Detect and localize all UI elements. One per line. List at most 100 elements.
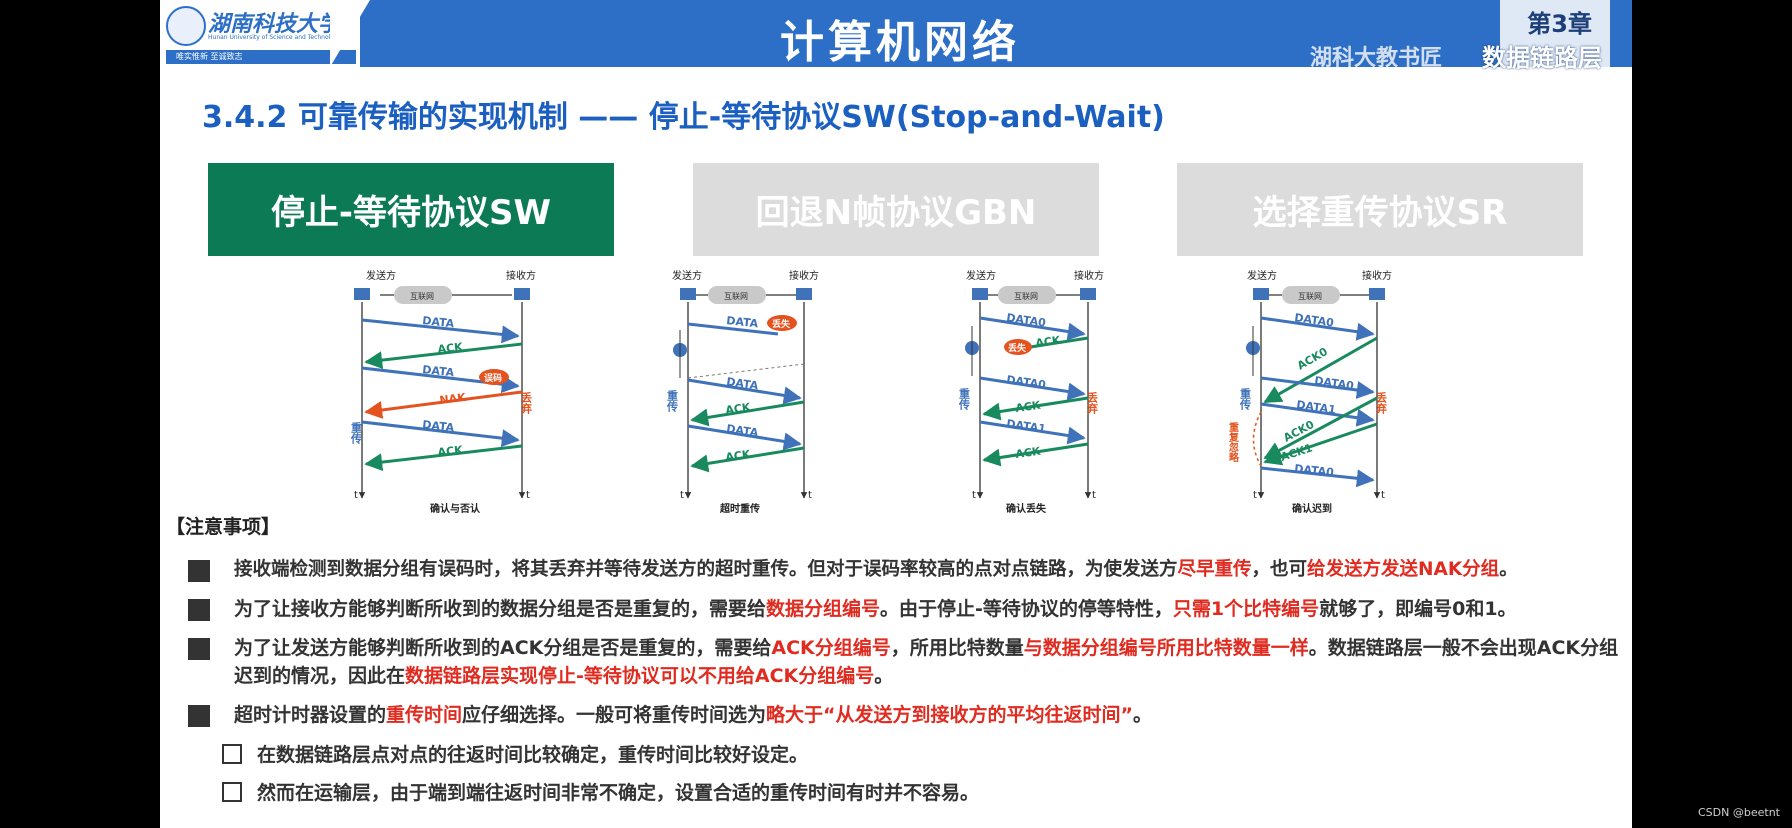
- data-arrow: [1260, 466, 1375, 488]
- data-arrow: [979, 376, 1086, 401]
- note-text: 超时计时器设置的: [234, 704, 387, 726]
- receiver-label: 接收方: [1362, 269, 1392, 282]
- data-label: DATA0: [1294, 311, 1335, 329]
- data-arrow: [687, 378, 802, 405]
- data-label: DATA: [726, 375, 760, 392]
- diagram-ack-late: 发送方 接收方 互联网 t t DATA0 ACK0 重传 DATA0 丢弃 D…: [1227, 269, 1393, 515]
- tab-selective-repeat[interactable]: 选择重传协议SR: [1177, 163, 1583, 256]
- ack-label: ACK: [1035, 334, 1062, 350]
- ack-label: ACK: [1015, 445, 1042, 461]
- note-2: 为了让接收方能够判断所收到的数据分组是否是重复的，需要给数据分组编号。由于停止-…: [188, 595, 1618, 623]
- logo-motto: 唯实惟新 至诚致志: [166, 50, 356, 64]
- note-text: 为了让接收方能够判断所收到的数据分组是否是重复的，需要给: [234, 598, 767, 620]
- receiver-computer-icon: [1080, 288, 1096, 300]
- data-label: DATA1: [1006, 417, 1047, 435]
- tab-stop-and-wait[interactable]: 停止-等待协议SW: [208, 163, 614, 256]
- university-logo: 湖南科技大学 Hunan University of Science and T…: [160, 0, 360, 67]
- ack-arrow: [690, 400, 805, 427]
- sender-computer-icon: [1253, 288, 1269, 300]
- notes-header: 【注意事项】: [166, 516, 281, 538]
- receiver-computer-icon: [514, 288, 530, 300]
- retransmit-label: 重传: [1239, 387, 1253, 411]
- discard-label: 丢弃: [1375, 391, 1389, 415]
- note-text: 。: [1499, 559, 1518, 580]
- receiver-label: 接收方: [789, 269, 819, 282]
- data-arrow-lost: [687, 322, 779, 336]
- data-label: DATA: [422, 314, 456, 330]
- ack-label: ACK: [725, 448, 752, 464]
- sub-note-2: 然而在运输层，由于端到端往返时间非常不确定，设置合适的重传时间有时并不容易。: [222, 779, 1522, 807]
- sender-label: 发送方: [1247, 269, 1277, 282]
- ack-label: ACK: [437, 340, 464, 356]
- sender-label: 发送方: [966, 269, 996, 282]
- watermark: 湖科大教书匠: [1310, 46, 1443, 71]
- data-arrow: [361, 318, 520, 344]
- note-highlight: 尽早重传: [1177, 559, 1252, 580]
- note-text: 应仔细选择。一般可将重传时间选为: [462, 704, 767, 726]
- lost-burst-icon: [767, 315, 797, 331]
- note-highlight: 数据分组编号: [766, 598, 881, 620]
- data-label: DATA0: [1314, 374, 1355, 392]
- internet-label: 互联网: [724, 292, 748, 301]
- diagram-ack-nak: 发送方 接收方 互联网 t t DATA ACK DATA 误码 丢弃 NAK …: [350, 269, 537, 515]
- discard-label: 丢弃: [520, 391, 534, 415]
- note-4: 超时计时器设置的重传时间应仔细选择。一般可将重传时间选为略大于“从发送方到接收方…: [188, 701, 1618, 729]
- sub-note-1: 在数据链路层点对点的往返时间比较确定，重传时间比较好设定。: [222, 741, 1522, 769]
- ack-label: ACK: [1015, 399, 1042, 415]
- header-bar: 湖南科技大学 Hunan University of Science and T…: [160, 0, 1632, 72]
- time-label: t: [1253, 490, 1257, 501]
- note-text: 为了让发送方能够判断所收到的ACK分组是否是重复的，需要给: [234, 637, 772, 659]
- logo-text: 湖南科技大学: [208, 11, 341, 37]
- note-3: 为了让发送方能够判断所收到的ACK分组是否是重复的，需要给ACK分组编号，所用比…: [188, 634, 1618, 692]
- retransmit-label: 重传: [958, 387, 972, 411]
- error-label: 误码: [484, 372, 502, 384]
- diagram-caption: 确认迟到: [1292, 502, 1332, 515]
- diagram-caption: 超时重传: [719, 502, 760, 515]
- sender-computer-icon: [354, 288, 370, 300]
- note-text: 。: [874, 665, 894, 687]
- checkbox-square-icon: [222, 782, 242, 802]
- discard-label: 丢弃: [1086, 391, 1100, 415]
- note-highlight: 与数据分组编号所用比特数量一样: [1023, 637, 1309, 659]
- ack-label: ACK: [725, 401, 752, 417]
- ack-arrow: [690, 446, 805, 473]
- diagram-caption: 确认与否认: [430, 502, 481, 515]
- data-arrow: [361, 420, 520, 448]
- ack-arrow: [982, 396, 1089, 421]
- receiver-computer-icon: [1369, 288, 1385, 300]
- protocol-diagrams: 发送方 接收方 互联网 t t DATA ACK DATA 误码 丢弃 NAK …: [350, 269, 1393, 515]
- note-highlight: 只需1个比特编号: [1172, 598, 1320, 620]
- note-highlight: ACK分组编号: [771, 637, 891, 659]
- error-burst-icon: [479, 369, 509, 385]
- bullet-square-icon: [188, 599, 210, 621]
- time-label: t: [526, 490, 530, 501]
- chapter-number: 第3章: [1527, 10, 1592, 38]
- retransmit-label: 重传: [350, 421, 364, 445]
- nak-label: NAK: [439, 391, 467, 407]
- ack-arrow: [364, 444, 523, 472]
- note-highlight: 数据链路层实现停止-等待协议可以不用给ACK分组编号: [405, 665, 875, 687]
- data-arrow: [979, 316, 1086, 341]
- sender-label: 发送方: [366, 269, 396, 282]
- data-label: DATA: [726, 422, 760, 439]
- internet-cloud-icon: [998, 286, 1056, 304]
- note-text: 。数据链路层一般不会出现ACK分组迟到的情况，因此在: [234, 637, 1619, 687]
- data-label: DATA: [422, 363, 456, 379]
- time-label: t: [354, 490, 358, 501]
- slide: 湖南科技大学 Hunan University of Science and T…: [160, 0, 1632, 828]
- bullet-square-icon: [188, 560, 210, 582]
- logo-wedge: [330, 0, 370, 67]
- sub-note-text: 在数据链路层点对点的往返时间比较确定，重传时间比较好设定。: [257, 744, 809, 766]
- dup-ignore-label: 重复忽略: [1227, 421, 1240, 463]
- ack-label: ACK: [437, 443, 464, 459]
- sender-computer-icon: [680, 288, 696, 300]
- receiver-label: 接收方: [506, 269, 536, 282]
- note-text: 。: [1133, 704, 1153, 726]
- note-text: 接收端检测到数据分组有误码时，将其丢弃并等待发送方的超时重传。但对于误码率较高的…: [234, 559, 1178, 580]
- data-label: DATA1: [1296, 398, 1337, 416]
- course-title: 计算机网络: [780, 17, 1020, 68]
- bullet-square-icon: [188, 705, 210, 727]
- data-arrow: [1260, 402, 1375, 427]
- sub-note-text: 然而在运输层，由于端到端往返时间非常不确定，设置合适的重传时间有时并不容易。: [257, 782, 980, 804]
- tab-go-back-n[interactable]: 回退N帧协议GBN: [693, 163, 1099, 256]
